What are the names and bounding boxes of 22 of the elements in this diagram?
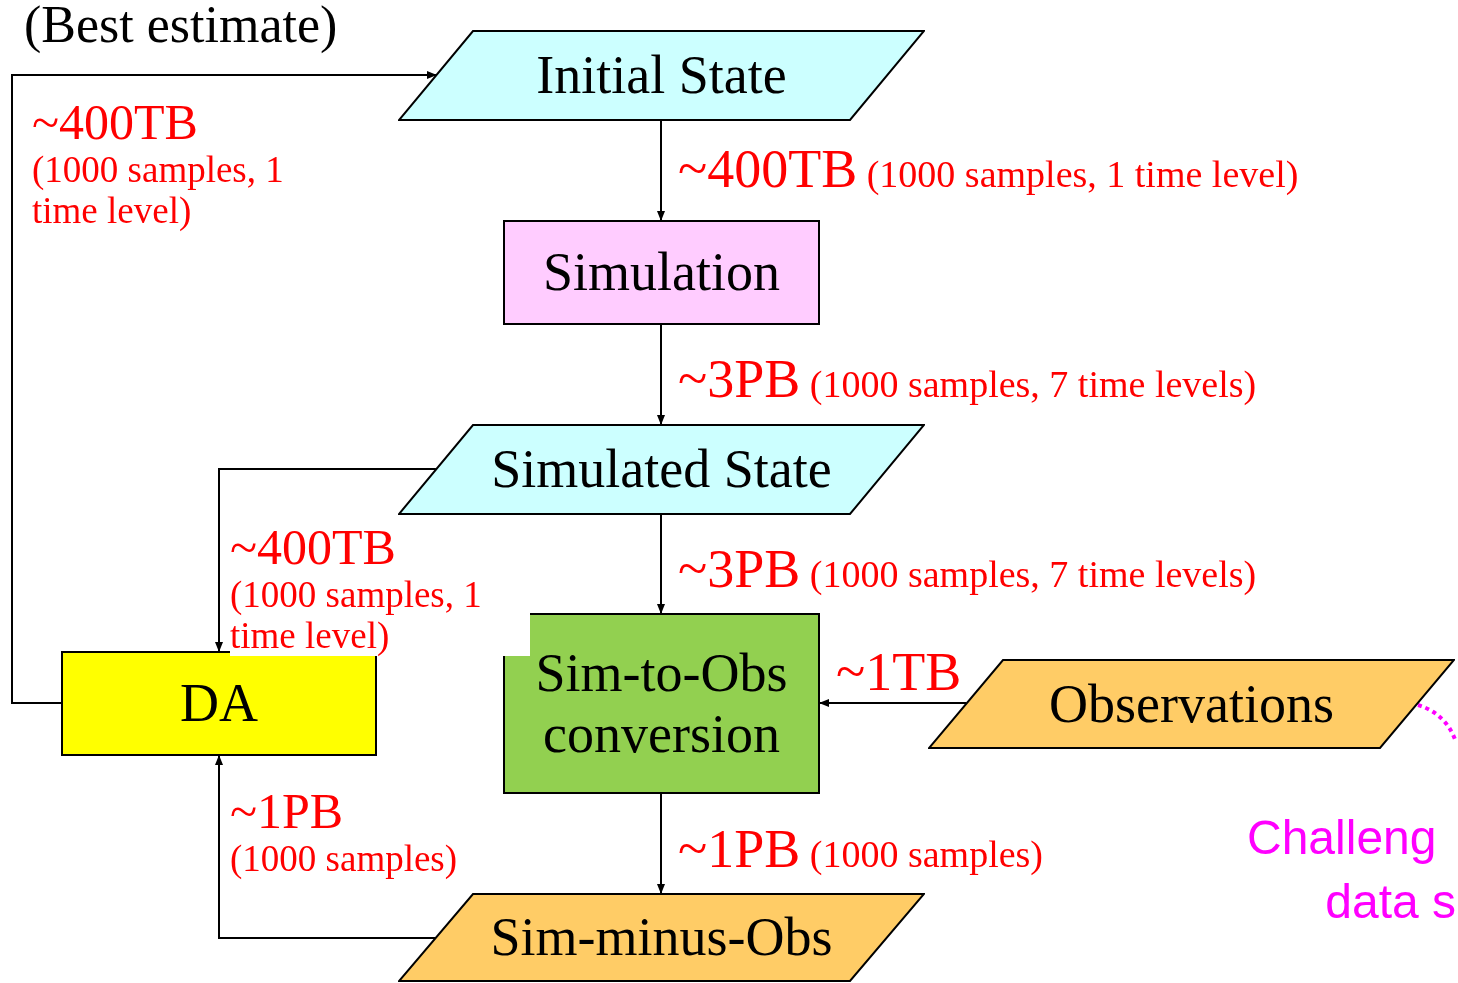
arrow [11,71,437,704]
arrow [819,699,968,707]
arrow [657,120,665,221]
node-label: Sim-to-Obs conversion [534,643,789,764]
process-box [503,220,820,325]
process-box [503,613,820,794]
node-label: DA [179,673,259,734]
node-label: Simulated State [490,439,833,500]
note-label: data s [1325,876,1456,929]
arrow [657,793,665,894]
node-label: Observations [1048,673,1335,735]
note-label: Challeng [1247,812,1437,865]
data-parallelogram [398,424,925,515]
arrow [657,514,665,614]
data-parallelogram [398,893,925,982]
data-parallelogram [398,30,925,121]
arrow [215,468,437,652]
node-label: Initial State [535,45,788,106]
arrow [657,324,665,425]
arrow [215,755,437,939]
node-label: Sim-minus-Obs [489,907,834,968]
node-label: Simulation [542,242,781,303]
